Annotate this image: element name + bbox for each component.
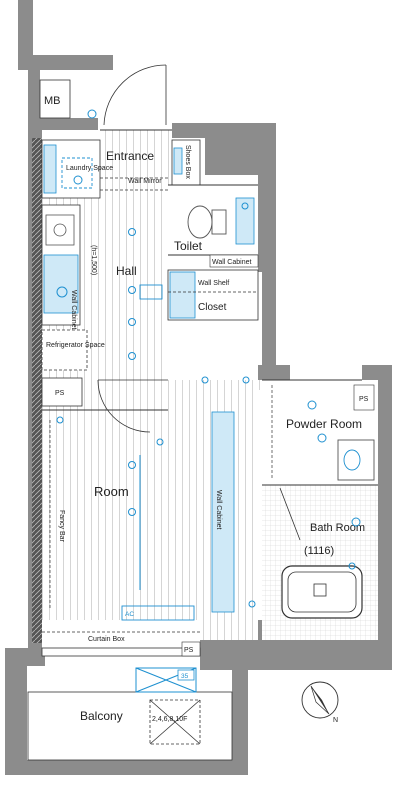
- toilet-room: Toilet Wall Cabinet: [168, 184, 259, 268]
- refrigerator-label: Refrigerator Space: [46, 342, 105, 349]
- mb-label: MB: [44, 95, 61, 107]
- entrance-label: Entrance: [106, 149, 154, 163]
- toilet-label: Toilet: [174, 239, 203, 253]
- powder-room: Powder Room PS: [262, 379, 378, 541]
- fancy-bar-label: Fancy Bar: [58, 510, 65, 543]
- hall-height-label: (h=1,500): [90, 245, 97, 275]
- balcony-label: Balcony: [80, 709, 123, 723]
- balcony-floors-label: 2,4,6,8,10F: [152, 716, 187, 723]
- toilet-cabinet-label: Wall Cabinet: [212, 259, 251, 266]
- bath-room: Bath Room (1116): [281, 517, 365, 619]
- unit-box-label: 35: [181, 673, 189, 680]
- ps-right-label: PS: [359, 396, 369, 403]
- wall-shelf-label: Wall Shelf: [198, 280, 229, 287]
- tv-cabinet-label: Wall Cabinet: [215, 490, 222, 529]
- powder-room-label-1: Powder Room: [286, 417, 362, 431]
- curtain-box-label: Curtain Box: [88, 636, 125, 643]
- closet-label: Closet: [198, 302, 227, 313]
- ps-left-label: PS: [55, 390, 65, 397]
- hall: Hall (h=1,500): [90, 228, 168, 433]
- room: Room Wall Cabinet Fancy Bar AC Curtain B…: [41, 376, 256, 657]
- bath-size-label: (1116): [304, 545, 334, 557]
- entrance: Entrance Shoes Box Wall Mirror: [100, 129, 201, 191]
- ps-bottom-label: PS: [184, 647, 194, 654]
- meter-box: MB: [39, 79, 71, 119]
- wall-mirror-label: Wall Mirror: [128, 178, 162, 185]
- kitchen-cabinet-label: Wall Cabinet: [70, 290, 77, 329]
- refrigerator-space: Refrigerator Space: [41, 329, 105, 371]
- room-label: Room: [94, 484, 129, 499]
- balcony: Balcony 35 2,4,6,8,10F: [27, 667, 233, 761]
- entrance-door: [87, 64, 167, 126]
- compass-north-label: N: [333, 717, 338, 724]
- ac-label: AC: [125, 611, 134, 618]
- ps-bottom: PS: [181, 641, 201, 657]
- kitchen: Wall Cabinet: [41, 204, 81, 329]
- closet: Wall Shelf Closet: [167, 269, 259, 321]
- hall-label: Hall: [116, 264, 137, 278]
- laundry-label: Laundry Space: [66, 165, 113, 172]
- shoes-box-label: Shoes Box: [184, 145, 191, 179]
- compass: N: [301, 681, 339, 724]
- ps-left: PS: [41, 377, 83, 407]
- laundry-space: Laundry Space: [41, 139, 113, 199]
- floors: [42, 130, 378, 640]
- bath-room-label: Bath Room: [310, 522, 365, 534]
